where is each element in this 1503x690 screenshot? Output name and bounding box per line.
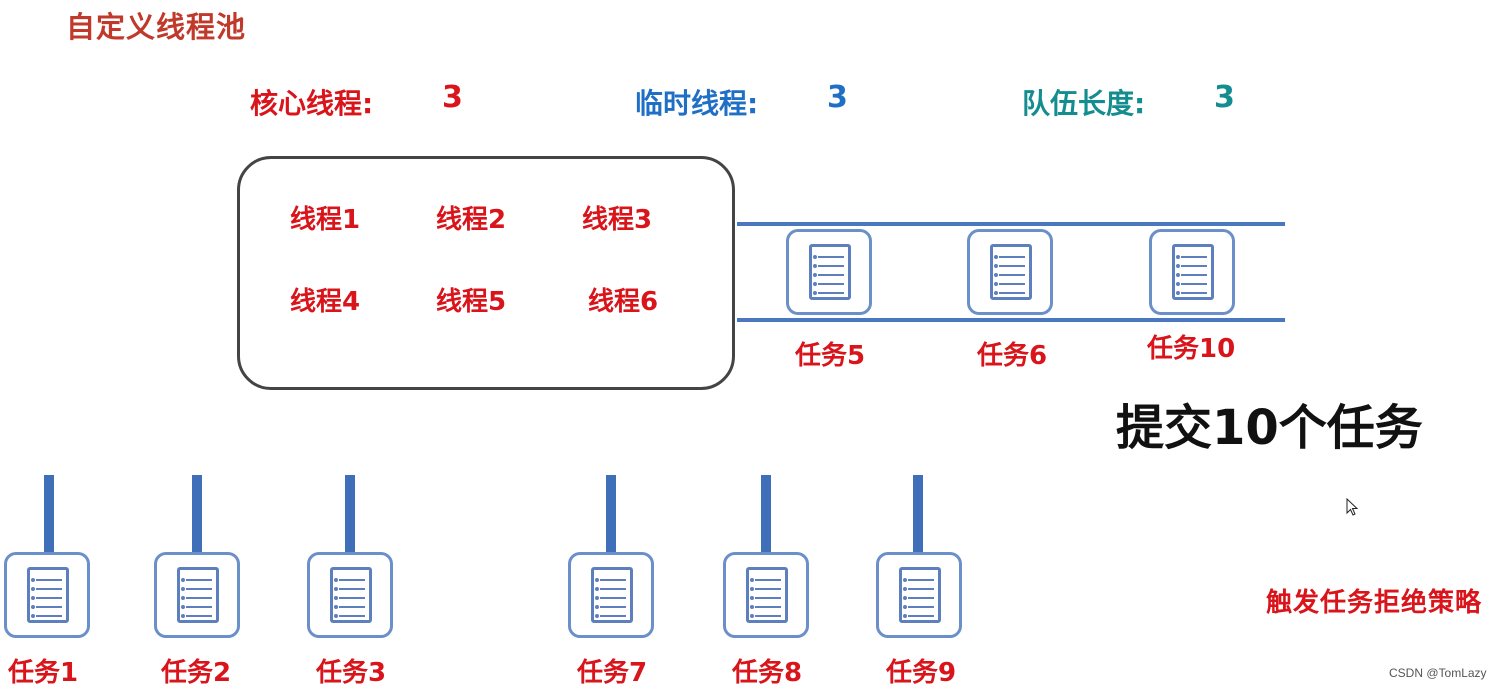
waiting-task-label: 任务7 bbox=[577, 658, 648, 688]
task-doc-icon bbox=[154, 552, 240, 638]
temp-threads-label: 临时线程: bbox=[635, 87, 759, 120]
queue-task-label: 任务10 bbox=[1147, 334, 1236, 364]
reject-policy-text: 触发任务拒绝策略 bbox=[1266, 588, 1483, 618]
waiting-task-label: 任务8 bbox=[732, 658, 803, 688]
thread-label: 线程2 bbox=[436, 205, 507, 235]
task-connector bbox=[606, 475, 616, 553]
thread-label: 线程6 bbox=[588, 287, 659, 317]
thread-label: 线程5 bbox=[436, 287, 507, 317]
queue-rail-bottom bbox=[737, 318, 1285, 322]
waiting-task-label: 任务1 bbox=[8, 658, 79, 688]
queue-length-value: 3 bbox=[1214, 80, 1235, 115]
task-connector bbox=[192, 475, 202, 553]
thread-label: 线程3 bbox=[582, 205, 653, 235]
core-threads-label: 核心线程: bbox=[250, 87, 374, 120]
task-doc-icon bbox=[307, 552, 393, 638]
submit-tasks-text: 提交10个任务 bbox=[1116, 400, 1423, 456]
queue-rail-top bbox=[737, 222, 1285, 226]
task-doc-icon bbox=[1149, 229, 1235, 315]
mouse-cursor-icon bbox=[1346, 498, 1359, 516]
task-doc-icon bbox=[876, 552, 962, 638]
task-connector bbox=[761, 475, 771, 553]
task-doc-icon bbox=[786, 229, 872, 315]
core-threads-value: 3 bbox=[442, 80, 463, 115]
task-connector bbox=[345, 475, 355, 553]
task-doc-icon bbox=[4, 552, 90, 638]
queue-task-label: 任务5 bbox=[795, 341, 866, 371]
waiting-task-label: 任务9 bbox=[886, 658, 957, 688]
thread-pool-box bbox=[237, 156, 735, 390]
watermark: CSDN @TomLazy bbox=[1389, 666, 1487, 680]
diagram-title: 自定义线程池 bbox=[66, 10, 247, 44]
temp-threads-value: 3 bbox=[827, 80, 848, 115]
task-doc-icon bbox=[568, 552, 654, 638]
thread-label: 线程4 bbox=[290, 287, 361, 317]
waiting-task-label: 任务2 bbox=[161, 658, 232, 688]
queue-length-label: 队伍长度: bbox=[1022, 87, 1146, 120]
queue-task-label: 任务6 bbox=[977, 341, 1048, 371]
task-connector bbox=[913, 475, 923, 553]
thread-label: 线程1 bbox=[290, 205, 361, 235]
waiting-task-label: 任务3 bbox=[316, 658, 387, 688]
task-doc-icon bbox=[723, 552, 809, 638]
task-connector bbox=[44, 475, 54, 553]
task-doc-icon bbox=[967, 229, 1053, 315]
